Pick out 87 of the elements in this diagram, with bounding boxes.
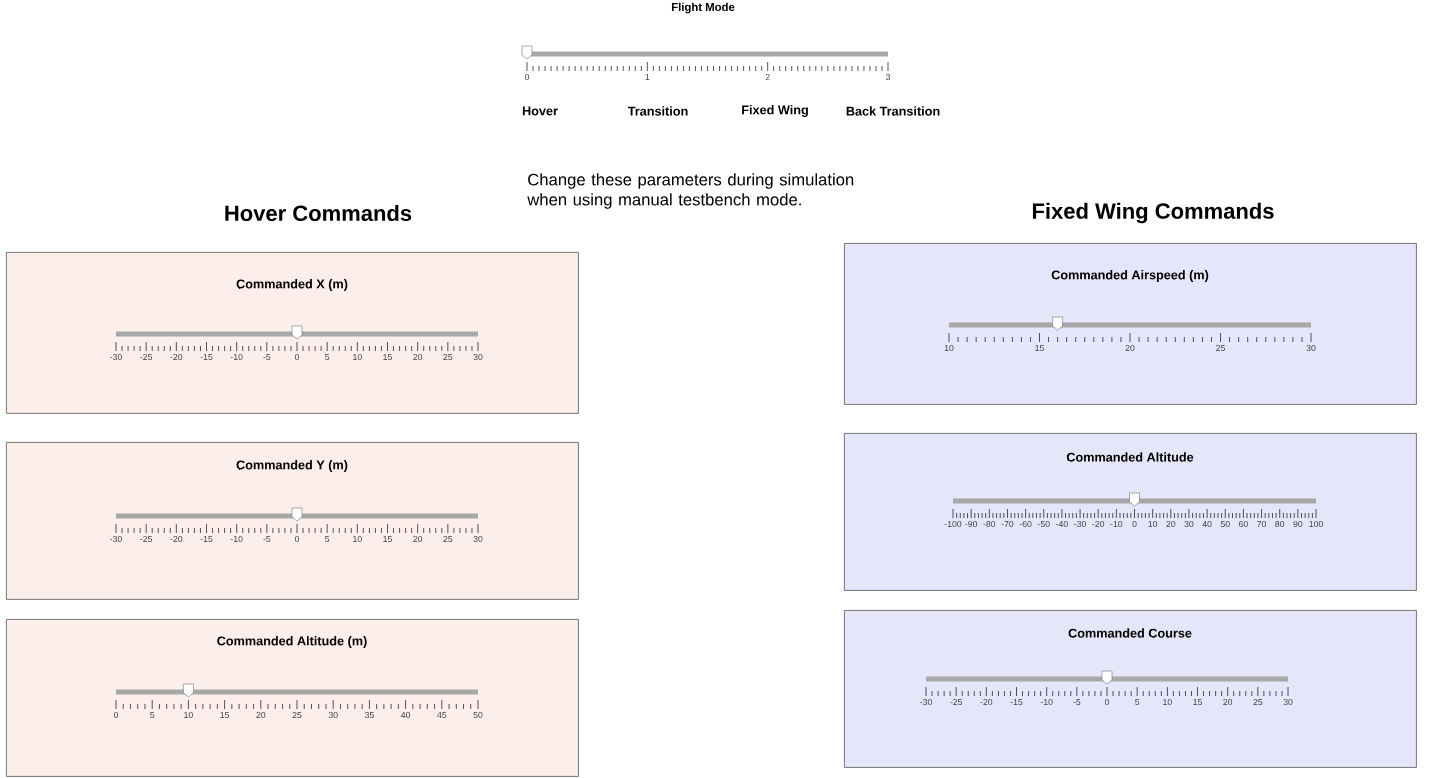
tick-label: -20 xyxy=(980,698,993,706)
tick-label: -30 xyxy=(110,353,122,361)
tick-label: 5 xyxy=(325,536,330,543)
tick-label: 40 xyxy=(1202,520,1212,528)
tick-label: -70 xyxy=(1001,520,1014,528)
tick-label: 30 xyxy=(473,535,483,543)
tick-label: -25 xyxy=(140,353,153,361)
tick-label: 25 xyxy=(443,535,453,543)
tick-label: 15 xyxy=(1035,345,1044,352)
section-heading: Hover Commands xyxy=(225,204,412,222)
tick-label: 0 xyxy=(524,73,530,81)
tick-label: -10 xyxy=(1040,698,1053,706)
tick-label: 0 xyxy=(294,353,300,361)
tick-label: 2 xyxy=(765,74,770,81)
tick-label: 25 xyxy=(1253,698,1263,706)
tick-label: 15 xyxy=(220,712,230,719)
tick-label: -20 xyxy=(1092,520,1105,528)
tick-label: 35 xyxy=(364,711,374,719)
tick-label: 30 xyxy=(1306,344,1316,352)
tick-label: 10 xyxy=(944,344,954,352)
tick-label: -10 xyxy=(230,353,243,361)
tick-label: 10 xyxy=(184,711,193,719)
mode-label: Transition xyxy=(627,106,688,116)
tick-label: -15 xyxy=(1010,699,1023,706)
tick-label: 20 xyxy=(1125,344,1135,352)
tick-label: -15 xyxy=(200,536,213,543)
tick-label: 30 xyxy=(473,353,483,361)
mode-label: Hover xyxy=(522,106,558,116)
tick-label: -50 xyxy=(1037,520,1050,528)
tick-label: 45 xyxy=(437,712,447,719)
mode-label: Fixed Wing xyxy=(742,105,808,117)
slider-title: Flight Mode xyxy=(671,2,735,14)
tick-label: 15 xyxy=(1193,699,1202,706)
tick-label: 20 xyxy=(413,535,423,543)
tick-label: 10 xyxy=(353,535,362,543)
mode-label: Back Transition xyxy=(846,106,940,116)
tick-label: 25 xyxy=(1216,344,1225,352)
tick-label: -30 xyxy=(1074,520,1086,528)
tick-label: 0 xyxy=(113,711,119,719)
tick-label: 10 xyxy=(1148,520,1158,528)
tick-label: -60 xyxy=(1019,520,1032,528)
tick-label: -100 xyxy=(944,520,962,528)
tick-label: 20 xyxy=(1166,520,1176,528)
tick-label: 50 xyxy=(473,711,483,719)
tick-label: 20 xyxy=(413,353,423,361)
tick-label: -90 xyxy=(965,520,978,528)
tick-label: 25 xyxy=(443,353,453,361)
tick-label: 0 xyxy=(294,535,300,543)
tick-label: 25 xyxy=(292,711,302,719)
tick-label: 3 xyxy=(885,73,891,81)
tick-label: 30 xyxy=(328,711,338,719)
tick-label: 5 xyxy=(1135,699,1140,706)
tick-label: -80 xyxy=(983,520,996,528)
tick-label: -30 xyxy=(920,698,932,706)
tick-label: -10 xyxy=(1110,520,1123,528)
tick-label: -5 xyxy=(263,354,271,361)
tick-label: -15 xyxy=(200,354,213,361)
tick-label: -40 xyxy=(1056,520,1068,528)
tick-label: -5 xyxy=(1073,699,1081,706)
tick-label: 1 xyxy=(645,74,650,80)
tick-label: 30 xyxy=(1283,698,1293,706)
tick-label: 100 xyxy=(1309,520,1323,528)
tick-label: 90 xyxy=(1293,520,1303,528)
tick-label: 15 xyxy=(383,536,392,543)
tick-label: 0 xyxy=(1132,520,1137,528)
tick-label: 50 xyxy=(1220,520,1230,528)
tick-label: -10 xyxy=(230,535,243,543)
tick-label: 80 xyxy=(1275,520,1285,528)
tick-label: 5 xyxy=(150,712,155,719)
tick-label: 60 xyxy=(1239,520,1248,528)
tick-label: -25 xyxy=(950,698,963,706)
tick-label: 10 xyxy=(353,353,362,361)
tick-label: 40 xyxy=(401,711,411,719)
tick-label: -25 xyxy=(140,535,153,543)
tick-label: 10 xyxy=(1163,698,1172,706)
tick-label: -20 xyxy=(170,353,183,361)
tick-label: -30 xyxy=(110,535,122,543)
tick-label: 20 xyxy=(256,711,266,719)
note-text: Change these parameters during simulation when using manual testbench mode. xyxy=(527,173,854,209)
tick-label: 20 xyxy=(1223,698,1233,706)
tick-label: 5 xyxy=(325,354,330,361)
tick-label: -20 xyxy=(170,535,183,543)
tick-label: 70 xyxy=(1257,520,1267,528)
tick-label: -5 xyxy=(263,536,271,543)
tick-label: 30 xyxy=(1184,520,1194,528)
tick-label: 0 xyxy=(1104,698,1110,706)
tick-label: 15 xyxy=(383,354,392,361)
